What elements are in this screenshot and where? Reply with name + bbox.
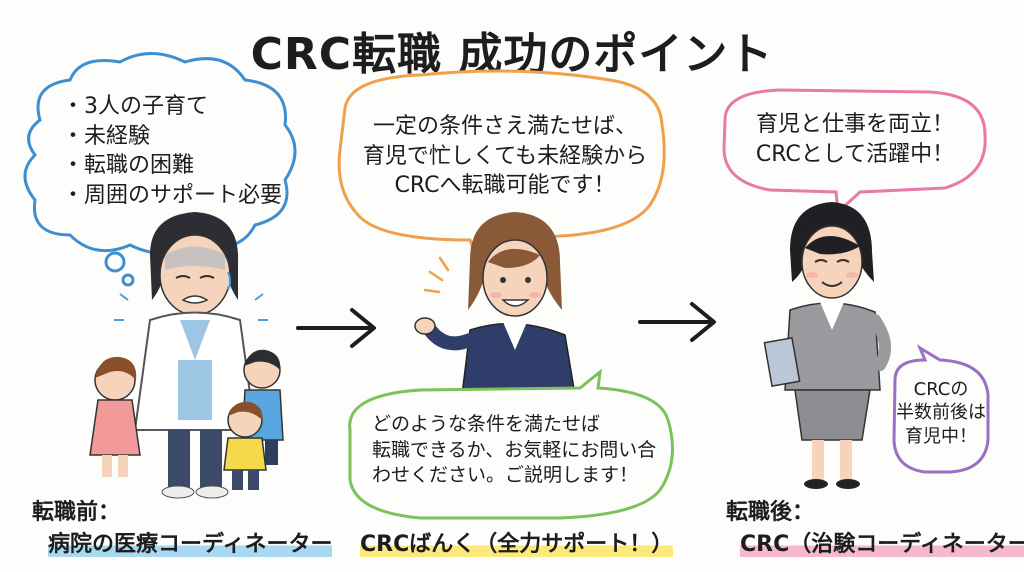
title-container: CRC転職 成功のポイント (0, 18, 1024, 82)
page-title: CRC転職 成功のポイント (233, 18, 792, 82)
service-name: CRCばんく（全力サポート！） (360, 532, 674, 557)
message-line: 育児と仕事を両立！ (755, 112, 954, 137)
message-line: CRCの (913, 379, 969, 400)
right-top-message: 育児と仕事を両立！ CRCとして活躍中！ (730, 110, 980, 169)
after-role: CRC（治験コーディネーター） (740, 532, 1024, 557)
message-line: CRCとして活躍中！ (755, 141, 955, 167)
after-label: 転職後： (726, 500, 815, 525)
before-role: 病院の医療コーディネーター (48, 532, 333, 557)
after-caption-role: CRC（治験コーディネーター） (740, 526, 1024, 558)
message-line: 半数前後は (896, 402, 986, 424)
after-caption-label: 転職後： (726, 494, 814, 526)
message-line: 転職できるか、お気軽にお問い合 (372, 438, 657, 461)
middle-caption: CRCばんく（全力サポート！） (360, 526, 674, 558)
message-line: 一定の条件さえ満たせば、 (372, 114, 637, 139)
middle-bottom-message: どのような条件を満たせば 転職できるか、お気軽にお問い合 わせください。ご説明し… (372, 412, 672, 489)
middle-top-message: 一定の条件さえ満たせば、 育児で忙しくても未経験から CRCへ転職可能です！ (350, 112, 660, 201)
list-item: ・周囲のサポート必要 (62, 183, 283, 209)
before-caption-label: 転職前： (32, 494, 120, 526)
message-line: 育児で忙しくても未経験から (362, 143, 648, 169)
before-caption-role: 病院の医療コーディネーター (48, 526, 333, 558)
left-thought-list: ・3人の子育て ・未経験 ・転職の困難 ・周囲のサポート必要 (62, 92, 292, 211)
message-line: CRCへ転職可能です！ (394, 173, 616, 199)
before-label: 転職前： (32, 500, 121, 525)
message-line: 育児中！ (905, 425, 977, 447)
message-line: どのような条件を満たせば (372, 413, 601, 435)
list-item: ・未経験 (62, 123, 151, 149)
list-item: ・3人の子育て (62, 94, 208, 119)
list-item: ・転職の困難 (62, 153, 195, 179)
right-small-message: CRCの 半数前後は 育児中！ (895, 378, 987, 448)
message-line: わせください。ご説明します！ (372, 464, 639, 487)
